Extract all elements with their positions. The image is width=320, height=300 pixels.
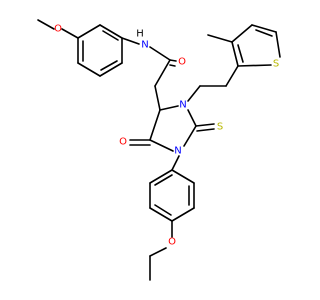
carbonyl-o-bond (169, 59, 177, 62)
carbonyl-o-bond-double (169, 64, 176, 67)
atom-s-thiophene-text: S (273, 59, 279, 70)
thione-bond (195, 123, 215, 127)
atom-label-o-ketone: O (119, 137, 127, 148)
atom-o-ethoxy-text: O (168, 237, 176, 248)
methoxy-methyl-bond (37, 19, 55, 30)
atom-label-o-ethoxy: O (168, 237, 176, 248)
atom-label-o-amide: O (178, 57, 186, 68)
ch2-ring-bond (154, 85, 161, 111)
atom-label-n-ring-lower: N (174, 146, 181, 157)
imidazolidine-ring (149, 105, 197, 152)
atom-h-text: H (136, 29, 144, 40)
atom-n-ring-upper-text: N (179, 100, 186, 111)
atom-label-h: H (136, 29, 144, 40)
ethoxy-ch2-bond (149, 247, 167, 257)
atom-o-amide-text: O (178, 57, 186, 68)
methoxy-o-bond (61, 28, 79, 39)
ch2-thiophene-bond (225, 65, 239, 87)
atom-o-ketone-text: O (119, 137, 127, 148)
n-carbonyl-bond (149, 46, 171, 61)
thiophene-methyl-bond (207, 34, 233, 43)
atom-label-o-methoxy: O (54, 24, 62, 35)
atom-n-ring-lower-text: N (174, 146, 181, 157)
atom-label-s-thiophene: S (273, 59, 279, 70)
thione-bond-double (196, 128, 215, 132)
aryl-n-bond (121, 37, 140, 45)
methoxyphenyl-ring (77, 24, 123, 77)
atom-n-amide-text: N (141, 40, 148, 51)
atom-s-thione-text: S (217, 122, 223, 133)
n-ch2-bond (187, 85, 201, 102)
carbonyl-ch2-bond (154, 59, 171, 87)
atom-label-n-amide: N (141, 40, 148, 51)
chemical-structure-diagram: H N O O N N O S S O (37, 19, 281, 281)
thiophene-ring (231, 24, 281, 67)
ethoxyphenyl-ring (149, 169, 195, 222)
atom-label-s-thione: S (217, 122, 223, 133)
atom-o-methoxy-text: O (54, 24, 62, 35)
atom-label-n-ring-upper: N (179, 100, 186, 111)
n-aryl-bond (171, 155, 180, 171)
